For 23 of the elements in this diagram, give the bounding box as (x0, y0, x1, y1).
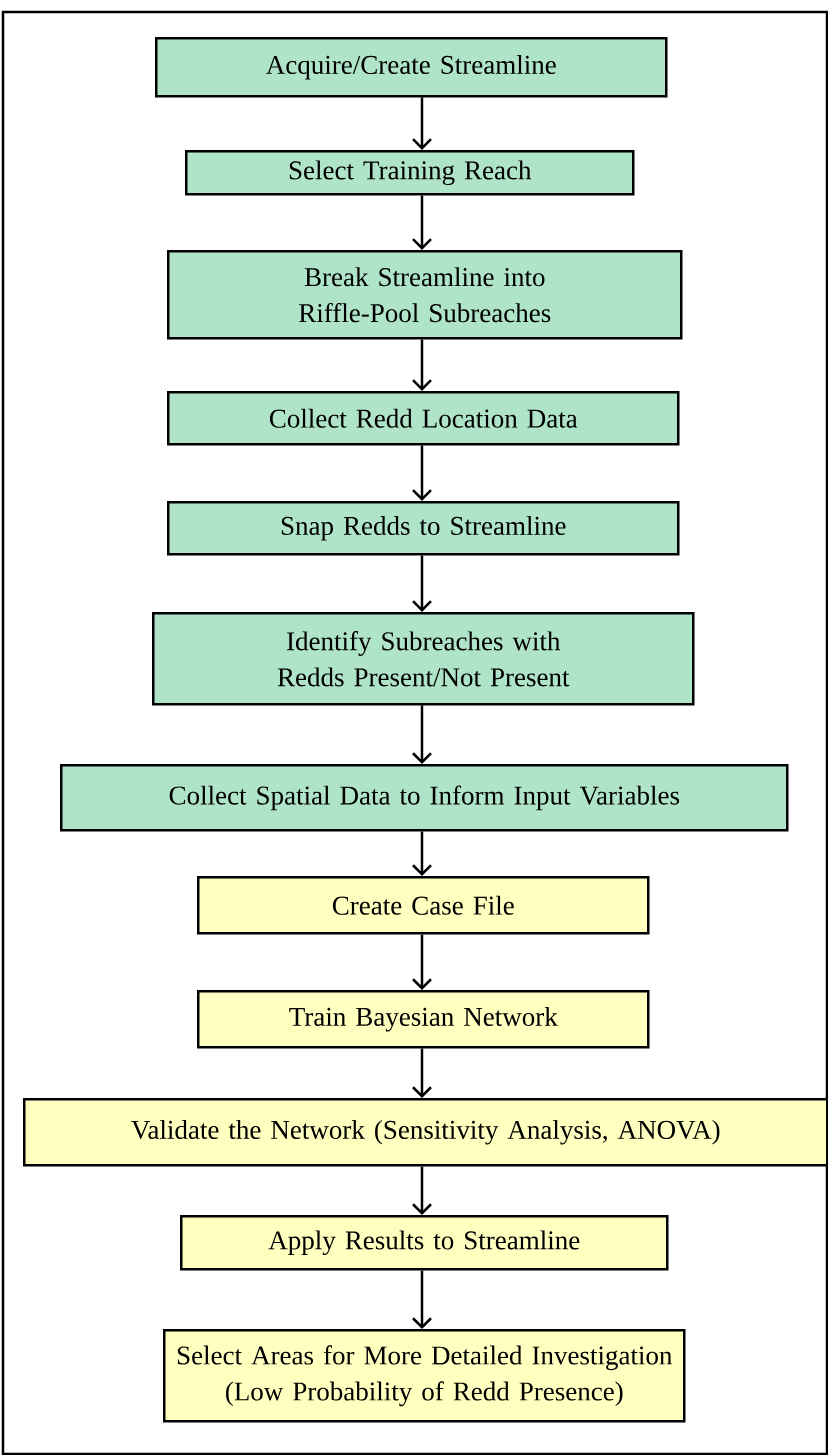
arrow (412, 1166, 432, 1215)
process-box: Validate the Network (Sensitivity Analysis, ANOVA) (23, 1098, 828, 1167)
process-box: Train Bayesian Network (197, 990, 650, 1049)
arrow (412, 705, 432, 764)
process-box: Apply Results to Streamline (180, 1215, 669, 1271)
arrow (412, 1048, 432, 1098)
arrow (412, 1270, 432, 1329)
process-box: Select Areas for More Detailed Investigation (Low Probability of Redd Presence) (163, 1329, 686, 1423)
process-box: Break Streamline into Riffle-Pool Subreaches (167, 250, 683, 340)
arrow (412, 555, 432, 612)
arrow (412, 445, 432, 501)
arrow (412, 339, 432, 391)
process-box: Collect Redd Location Data (167, 391, 680, 446)
process-box: Acquire/Create Streamline (155, 37, 668, 98)
process-box: Identify Subreaches with Redds Present/Not Present (152, 612, 695, 706)
arrow (412, 831, 432, 876)
process-box: Create Case File (197, 876, 650, 935)
process-box: Collect Spatial Data to Inform Input Variables (60, 764, 789, 832)
arrow (412, 934, 432, 990)
process-box: Snap Redds to Streamline (167, 501, 680, 556)
arrow (412, 195, 432, 250)
arrow (412, 97, 432, 150)
process-box: Select Training Reach (185, 150, 635, 196)
